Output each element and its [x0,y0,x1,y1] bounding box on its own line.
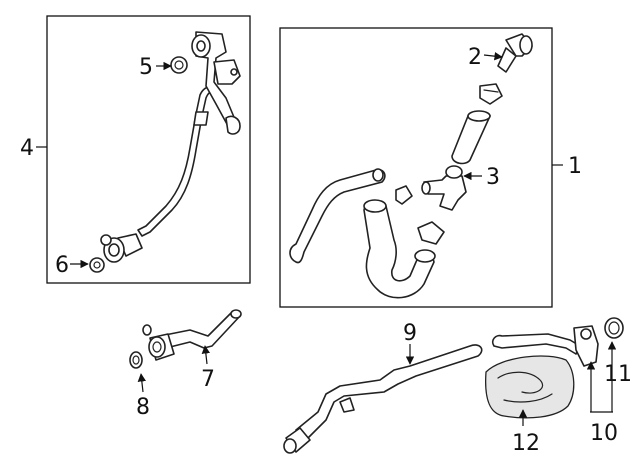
callout-8: 8 [136,395,150,420]
callout-12: 12 [512,431,540,456]
callout-5: 5 [139,55,153,80]
o-ring-6 [89,257,105,273]
callout-9: 9 [403,321,417,346]
callout-4: 4 [20,136,34,161]
callout-11: 11 [604,362,632,387]
leader-lines [36,51,617,426]
right-group-box [279,27,553,308]
left-group-box [46,15,251,284]
o-ring-5 [170,56,188,74]
callout-3: 3 [486,165,500,190]
callout-6: 6 [55,253,69,278]
pipe-9 [283,344,483,454]
hose-assembly-right [289,33,533,299]
hose-assembly-left [89,31,241,273]
callout-1: 1 [568,154,582,179]
washer-8 [129,351,143,369]
callout-2: 2 [468,45,482,70]
pipe-10 [491,317,624,367]
callout-7: 7 [201,367,215,392]
callout-10: 10 [590,421,618,446]
seal-11 [604,317,624,339]
heat-shield-12 [484,355,575,419]
pipe-7 [129,309,242,369]
